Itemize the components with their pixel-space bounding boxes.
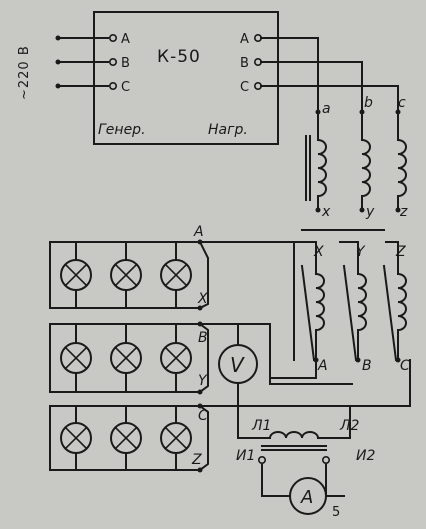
upper-label-c: c [398,95,406,111]
lower-label-x: X [313,244,324,260]
lamp [60,405,92,471]
lower-label-c: C [400,358,410,374]
gen-terminal-a [109,33,118,42]
upper-transformer: a b c x y z [301,95,408,231]
ammeter: A 5 [289,477,340,520]
k50-load-label: Нагр. [208,122,248,138]
lower-label-y: Y [356,244,366,260]
lamp [60,241,92,309]
lamp-label-c: C [198,408,208,424]
current-transformer: Л1 Л2 И1 И2 [236,405,375,497]
lamp [160,323,192,393]
load-lines [260,37,399,113]
voltmeter: V [218,344,258,384]
ammeter-symbol: A [300,487,313,508]
lamp-label-b: B [198,330,208,346]
lower-label-a: A [317,358,328,374]
load-terminal-label-b: В [240,56,250,71]
interconnect-wires [198,240,411,472]
lamp [110,323,142,393]
k50-title: К-50 [157,47,201,67]
ammeter-number: 5 [332,505,340,520]
ct-label-i2: И2 [356,448,375,464]
lamp [60,323,92,393]
lamp [110,405,142,471]
gen-terminal-c [109,82,118,91]
supply-lines [55,35,109,89]
ct-label-l1: Л1 [251,418,271,434]
lower-transformer: X Y Z A B C [269,241,410,379]
lamp [110,241,142,309]
lamp-bank: A X B Y C Z [49,224,208,473]
supply-voltage-label: ~220 В [17,45,32,100]
lamp-label-z: Z [191,452,202,468]
load-terminal-label-c: С [240,80,250,95]
upper-label-z: z [399,204,408,220]
lamp-label-a: A [193,224,204,240]
ct-label-l2: Л2 [339,418,360,434]
lamp-label-y: Y [198,373,208,389]
lower-label-z: Z [395,244,406,260]
lamp [160,405,192,471]
ct-label-i1: И1 [236,448,255,464]
k50-instrument: К-50 Генер. Нагр. А В С А В С [93,11,279,145]
lower-label-b: B [362,358,372,374]
upper-label-x: x [321,204,331,220]
upper-label-y: y [365,204,375,220]
lamp [160,241,192,309]
upper-label-a: a [322,101,331,117]
gen-terminal-label-a: А [121,32,131,47]
upper-label-b: b [364,95,373,111]
gen-terminal-label-b: В [121,56,131,71]
voltmeter-symbol: V [230,353,245,377]
gen-terminal-b [109,57,118,66]
lamp-label-x: X [197,291,208,307]
gen-terminal-label-c: С [121,80,131,95]
load-terminal-label-a: А [240,32,250,47]
k50-gen-label: Генер. [98,122,146,138]
